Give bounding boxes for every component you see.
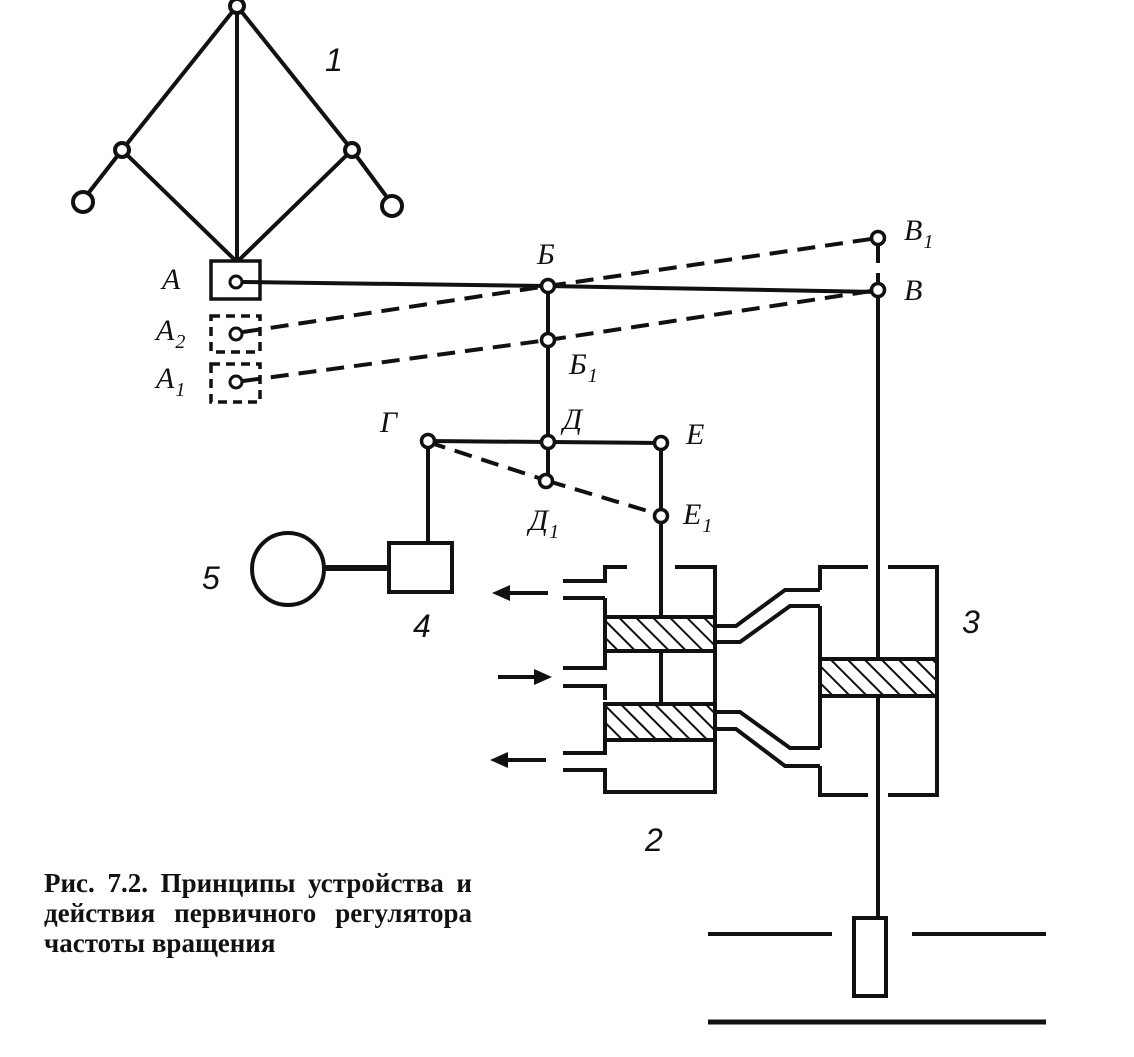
label-a: А bbox=[162, 263, 181, 296]
distributor-spool-lower bbox=[603, 702, 717, 742]
label-d1: Д1 bbox=[529, 504, 560, 543]
oil-pipes bbox=[715, 588, 820, 768]
label-v: В bbox=[904, 274, 923, 307]
servomotor-body bbox=[818, 565, 939, 797]
distributor-body bbox=[563, 565, 717, 794]
label-v1: В1 bbox=[904, 214, 934, 253]
centrifugal-governor bbox=[81, 0, 394, 264]
label-d: Д bbox=[563, 403, 583, 436]
label-e: Е bbox=[686, 418, 705, 451]
sleeve-a1 bbox=[209, 362, 262, 404]
number-4: 4 bbox=[413, 608, 431, 644]
number-3: 3 bbox=[962, 604, 980, 640]
number-2: 2 bbox=[645, 822, 663, 858]
label-a2: А2 bbox=[156, 314, 186, 353]
label-a1: А1 bbox=[156, 362, 186, 401]
label-b: Б bbox=[537, 238, 555, 271]
governor-weight-left bbox=[71, 190, 95, 214]
hinge-points bbox=[419, 229, 887, 525]
label-g: Г bbox=[380, 406, 398, 439]
lever-a-b-v bbox=[242, 280, 879, 294]
label-b1: Б1 bbox=[569, 348, 598, 387]
flow-arrows bbox=[490, 585, 552, 768]
lever-dashed-positions bbox=[242, 236, 880, 517]
governor-weight-right bbox=[380, 194, 404, 218]
number-1: 1 bbox=[325, 42, 343, 78]
distributor-spool-upper bbox=[603, 615, 717, 653]
speed-changer-block bbox=[387, 541, 454, 594]
servomotor-piston bbox=[818, 657, 939, 698]
sleeve-a2 bbox=[209, 314, 262, 354]
label-e1: Е1 bbox=[683, 498, 713, 537]
number-5: 5 bbox=[202, 560, 220, 596]
control-valve bbox=[852, 916, 888, 998]
synchronizer-motor bbox=[250, 531, 326, 607]
figure-caption: Рис. 7.2. Принципы устройства и действия… bbox=[44, 868, 472, 959]
